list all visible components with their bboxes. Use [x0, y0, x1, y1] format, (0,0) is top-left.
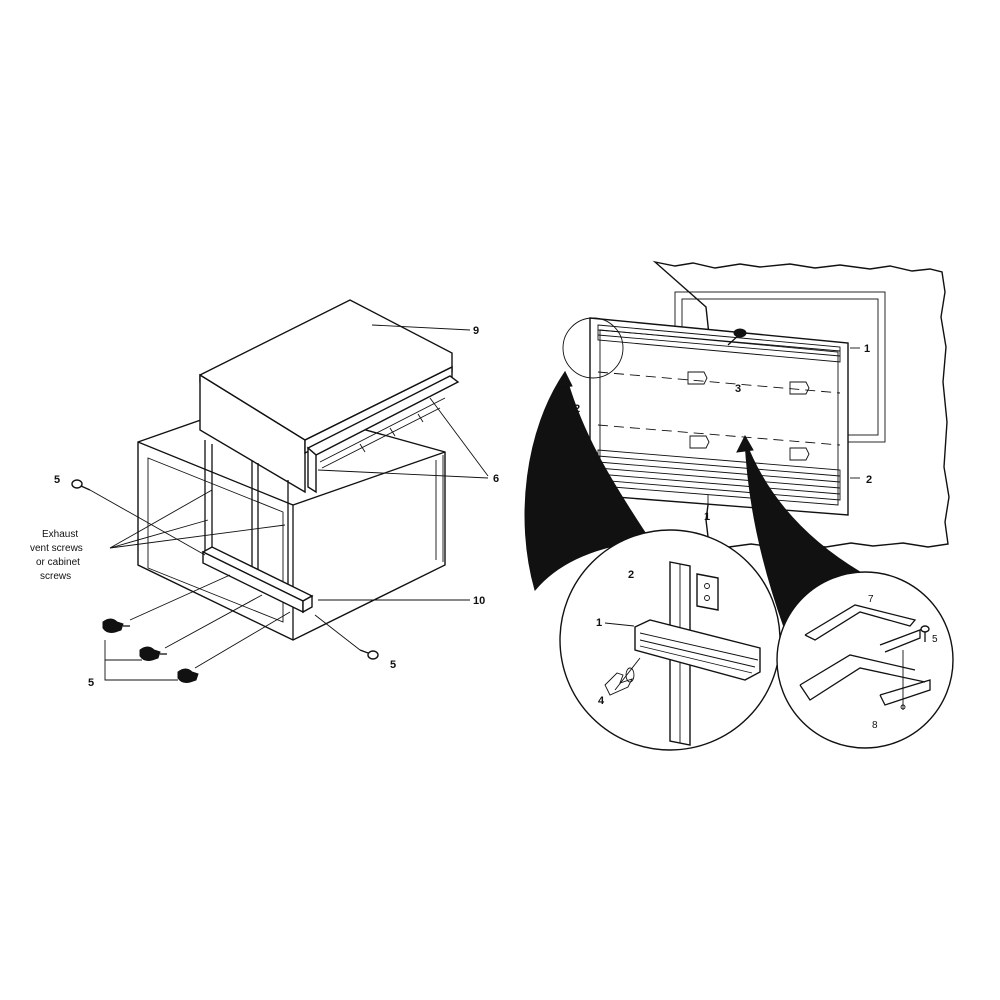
exhaust-note-line-1: Exhaust	[42, 529, 78, 540]
label-5-bottom: 5	[88, 677, 94, 689]
label-5-right: 5	[390, 659, 396, 671]
label-detail1-4: 4	[598, 695, 605, 707]
right-frame-assembly: 1 1 2 2 3 2 1 4 7 5 8	[524, 260, 954, 751]
bottom-rail	[201, 546, 314, 614]
magnifier-circle	[562, 317, 624, 379]
label-6: 6	[493, 473, 499, 485]
label-2-left: 2	[574, 403, 580, 415]
label-5-top: 5	[54, 474, 60, 486]
label-9: 9	[473, 325, 479, 337]
screw-top-left	[71, 479, 91, 491]
screw-bottom-1	[102, 618, 130, 633]
exhaust-note: Exhaust vent screws or cabinet screws	[30, 529, 83, 582]
label-detail1-1: 1	[596, 617, 602, 629]
label-10: 10	[473, 595, 485, 607]
detail-1-cone	[524, 370, 651, 592]
label-1-top: 1	[864, 343, 870, 355]
screw-bottom-3	[177, 668, 199, 683]
label-1-bottom: 1	[704, 511, 710, 523]
exhaust-note-line-3: or cabinet	[36, 557, 80, 568]
side-rail	[306, 375, 460, 494]
screws	[71, 479, 379, 683]
label-2-right: 2	[866, 474, 872, 486]
right-leader-lines	[707, 347, 860, 505]
label-detail1-2: 2	[628, 569, 634, 581]
exhaust-note-line-4: screws	[40, 571, 71, 582]
screw-bottom-2	[139, 646, 167, 661]
detail-circle-1	[559, 529, 781, 751]
detail-circle-2	[776, 571, 954, 749]
label-3: 3	[735, 383, 741, 395]
label-detail2-5: 5	[932, 634, 938, 645]
exhaust-note-line-2: vent screws	[30, 543, 83, 554]
trim-frame	[589, 317, 849, 516]
left-leader-lines	[89, 324, 489, 681]
screw-right	[359, 649, 379, 660]
cabinet-box	[137, 399, 446, 641]
left-cabinet-assembly: 9 6 10 5 5 5 Exhaust vent screws or cabi…	[30, 299, 499, 689]
label-detail2-7: 7	[868, 594, 874, 605]
label-detail2-8: 8	[872, 720, 878, 731]
